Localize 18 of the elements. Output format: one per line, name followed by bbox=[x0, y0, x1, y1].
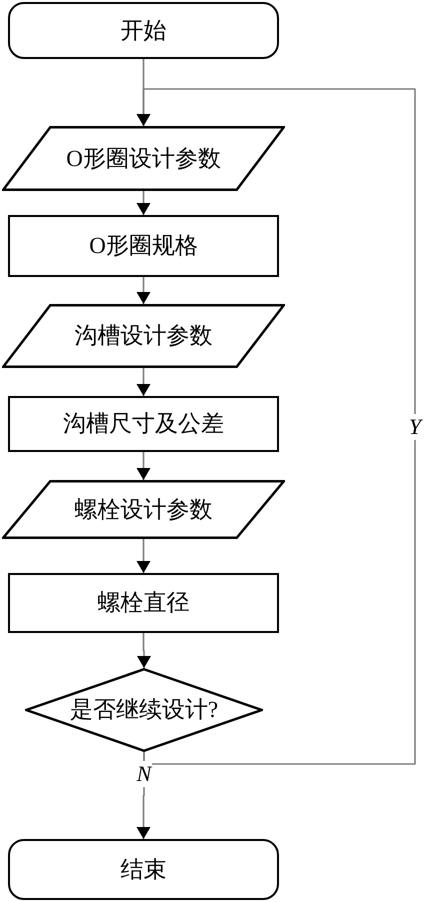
input-parallelogram: 沟槽设计参数 bbox=[2, 304, 285, 368]
process-box: 螺栓直径 bbox=[8, 573, 279, 633]
arrow bbox=[136, 368, 150, 396]
process-box: O形圈规格 bbox=[8, 215, 279, 277]
edge-label: Y bbox=[408, 414, 422, 440]
arrow bbox=[137, 633, 151, 668]
edge-label: N bbox=[136, 760, 152, 787]
process-box: 沟槽尺寸及公差 bbox=[8, 396, 279, 452]
input-parallelogram: O形圈设计参数 bbox=[2, 126, 285, 191]
arrow bbox=[136, 539, 150, 573]
input-parallelogram: 螺栓设计参数 bbox=[2, 480, 285, 539]
arrow bbox=[136, 277, 150, 304]
terminal-box: 开始 bbox=[8, 2, 279, 59]
arrow bbox=[136, 191, 150, 215]
decision-diamond: 是否继续设计? bbox=[25, 668, 263, 752]
arrow bbox=[136, 452, 150, 480]
arrow bbox=[136, 88, 416, 765]
terminal-box: 结束 bbox=[8, 839, 279, 900]
